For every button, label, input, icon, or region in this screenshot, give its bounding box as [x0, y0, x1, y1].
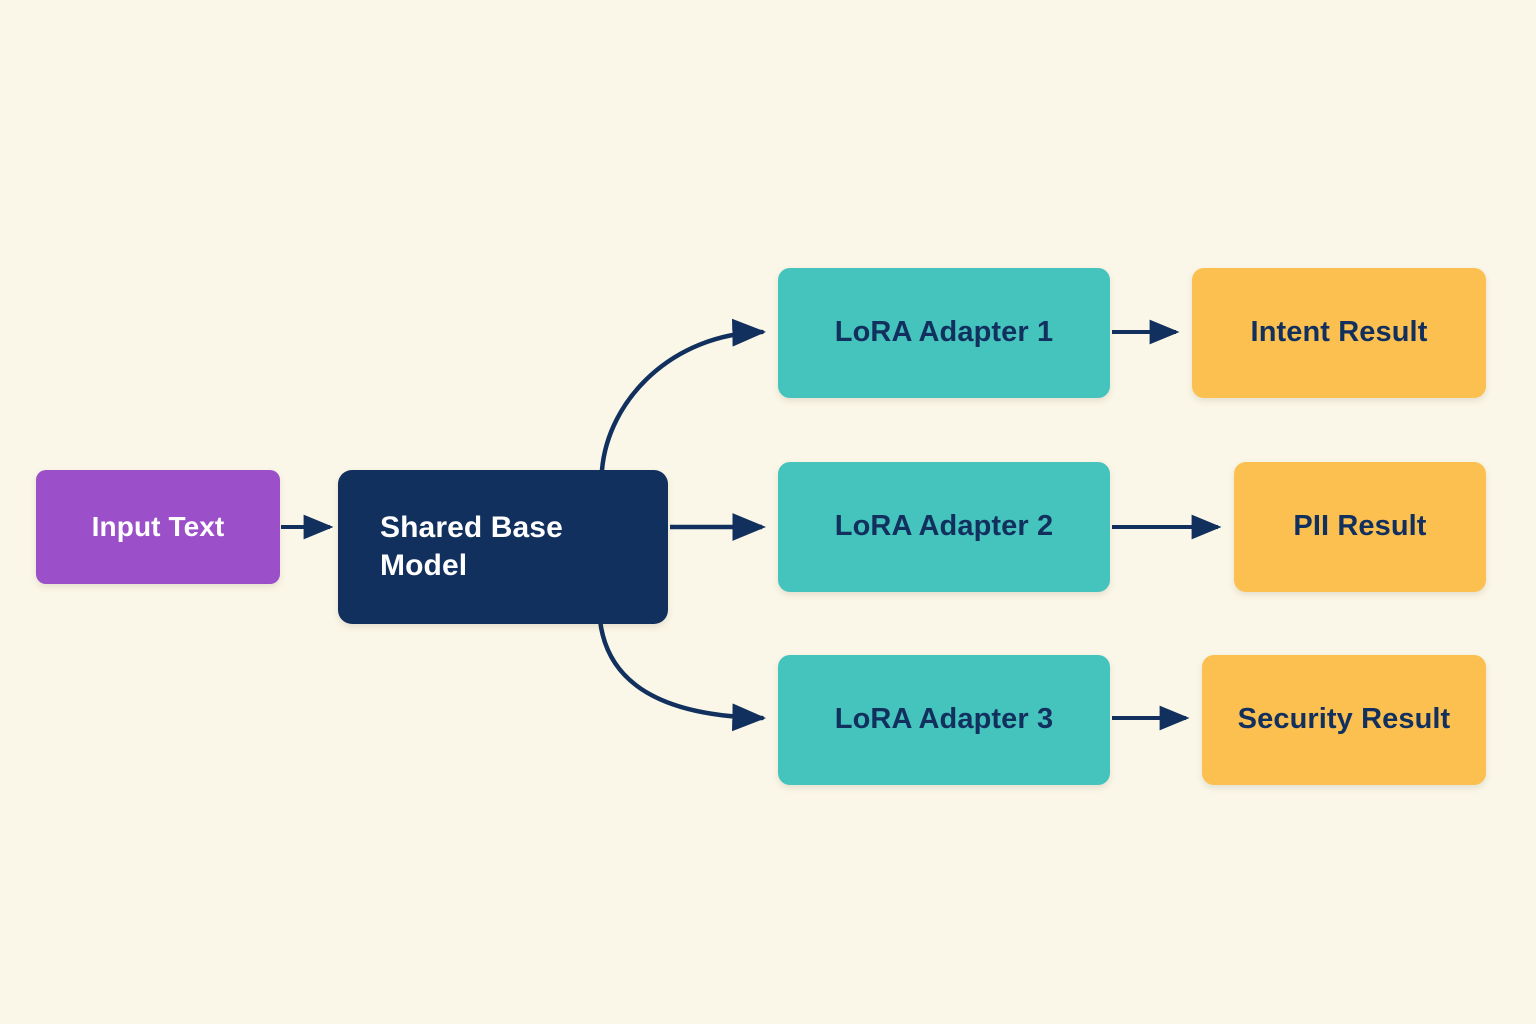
node-security-result[interactable]: Security Result — [1202, 655, 1486, 785]
node-input-text[interactable]: Input Text — [36, 470, 280, 584]
node-lora-adapter-3[interactable]: LoRA Adapter 3 — [778, 655, 1110, 785]
node-lora-adapter-1[interactable]: LoRA Adapter 1 — [778, 268, 1110, 398]
node-security-result-label: Security Result — [1237, 703, 1451, 736]
node-lora-adapter-2-label: LoRA Adapter 2 — [834, 510, 1054, 543]
node-lora-adapter-2[interactable]: LoRA Adapter 2 — [778, 462, 1110, 592]
edge-base-to-adapter-1 — [599, 318, 767, 473]
node-intent-result[interactable]: Intent Result — [1192, 268, 1486, 398]
node-lora-adapter-1-label: LoRA Adapter 1 — [834, 316, 1054, 349]
node-shared-base-model-label-line1: Shared Base — [380, 510, 563, 544]
node-shared-base-model-label: Shared Base Model — [380, 509, 626, 586]
node-lora-adapter-3-label: LoRA Adapter 3 — [834, 703, 1054, 736]
node-intent-result-label: Intent Result — [1250, 316, 1428, 349]
node-pii-result[interactable]: PII Result — [1234, 462, 1486, 592]
node-shared-base-model[interactable]: Shared Base Model — [338, 470, 668, 624]
node-input-text-label: Input Text — [91, 511, 225, 543]
node-pii-result-label: PII Result — [1293, 510, 1427, 543]
edge-base-to-adapter-3 — [597, 617, 767, 732]
node-shared-base-model-label-line2: Model — [380, 549, 468, 582]
